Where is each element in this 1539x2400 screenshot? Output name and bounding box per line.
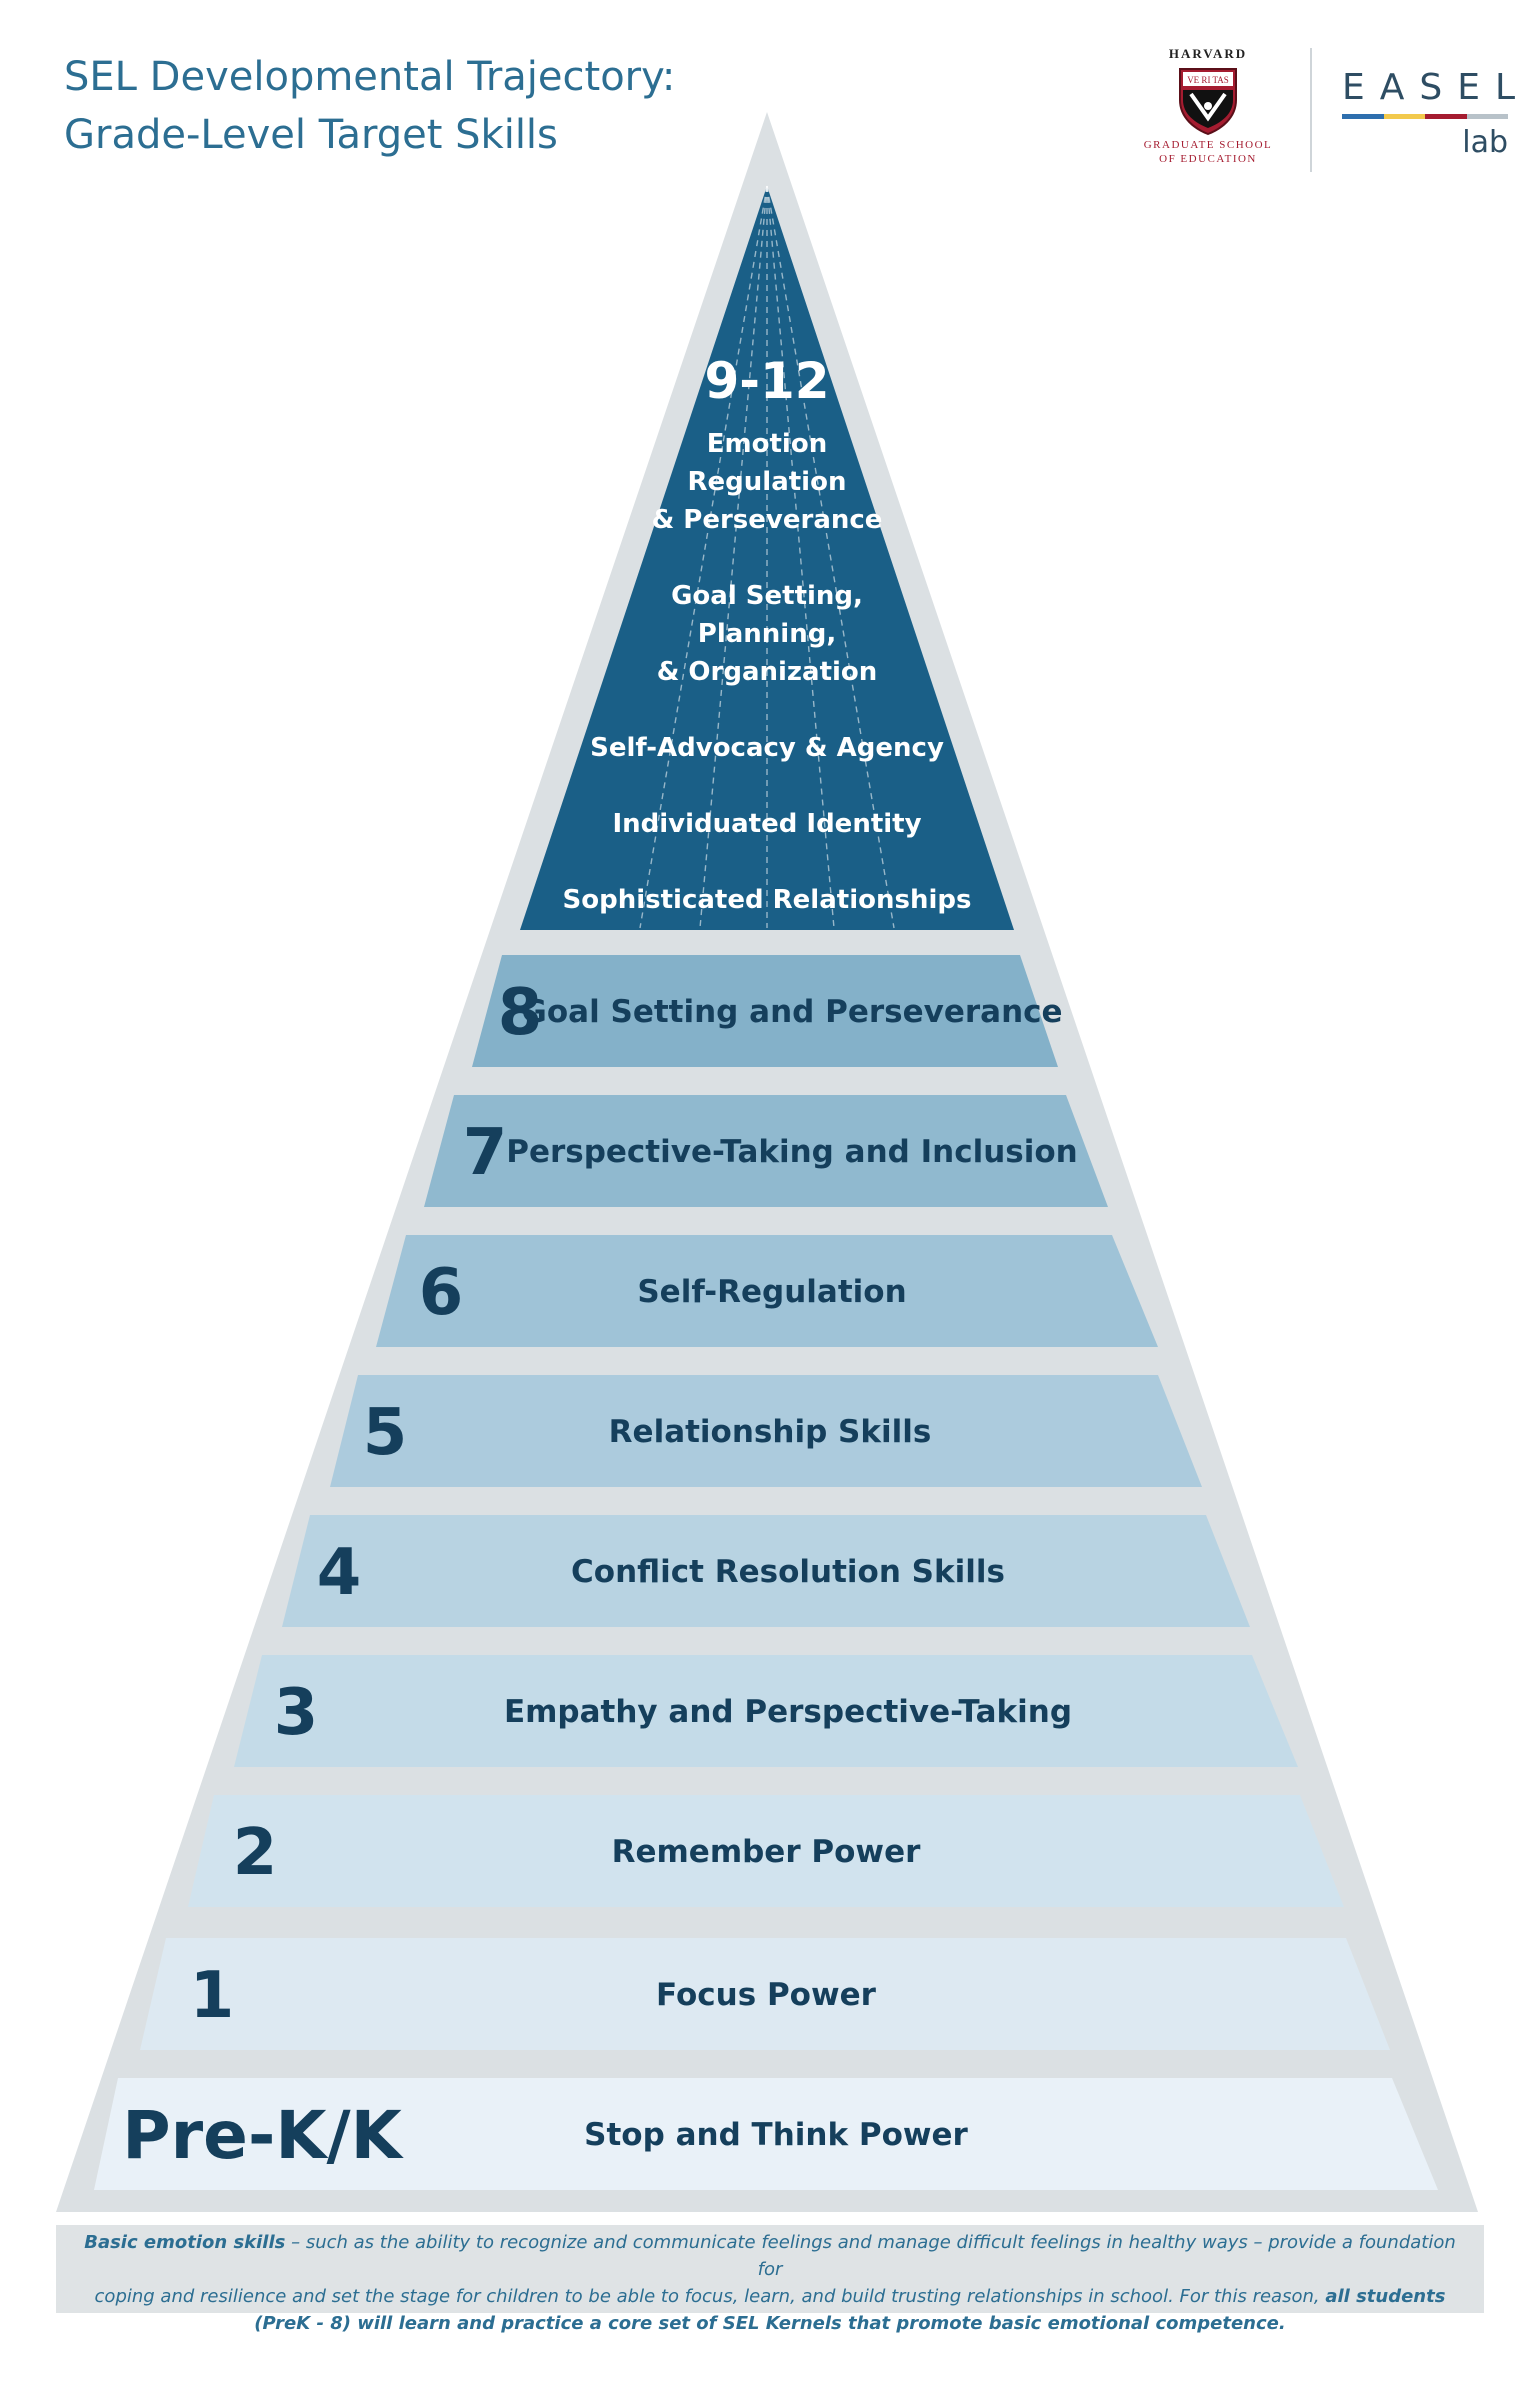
tier-skill-label: Empathy and Perspective-Taking (504, 1694, 1072, 1730)
apex-skill-label: Emotion (707, 429, 827, 459)
apex-skill-label: & Organization (657, 657, 878, 687)
title-line-2: Grade-Level Target Skills (64, 112, 558, 158)
apex-triangle (520, 186, 1014, 930)
footnote-line2-bold: all students (1325, 2286, 1446, 2307)
apex-dashed-ray (639, 185, 768, 929)
tier-band (140, 1938, 1390, 2050)
apex-dashed-ray (766, 185, 895, 929)
tier-grade-label: 4 (317, 1536, 362, 1610)
tier-skill-label: Stop and Think Power (584, 2117, 968, 2153)
apex-dashed-ray (766, 185, 835, 929)
tier-skill-label: Perspective-Taking and Inclusion (506, 1134, 1078, 1170)
logo-divider (1310, 48, 1312, 172)
tier-grade-6: 6 Self-Regulation (376, 1235, 1158, 1347)
tier-band (188, 1795, 1344, 1907)
apex-skill-label: & Perseverance (652, 505, 883, 535)
tier-grade-label: 1 (190, 1959, 235, 2033)
tier-skill-label: Goal Setting and Perseverance (521, 994, 1062, 1030)
page-title: SEL Developmental Trajectory: Grade-Leve… (64, 48, 675, 164)
tier-band (282, 1515, 1250, 1627)
tier-grade-label: 3 (274, 1676, 319, 1750)
harvard-subtitle-2: OF EDUCATION (1159, 153, 1257, 165)
tier-skill-label: Focus Power (656, 1977, 877, 2013)
tier-band (330, 1375, 1202, 1487)
tier-grade-label: 7 (463, 1116, 508, 1190)
footnote-line2: coping and resilience and set the stage … (94, 2286, 1326, 2307)
harvard-shield-text: VE RI TAS (1187, 75, 1229, 85)
harvard-subtitle-1: GRADUATE SCHOOL (1143, 139, 1273, 151)
tier-grade-4: 4 Conflict Resolution Skills (282, 1515, 1250, 1627)
apex-skill-label: Goal Setting, (671, 581, 863, 611)
apex-skill-label: Planning, (698, 619, 836, 649)
title-line-1: SEL Developmental Trajectory: (64, 54, 676, 100)
tier-grade-2: 2 Remember Power (188, 1795, 1344, 1907)
tier-grade-1: 1 Focus Power (140, 1938, 1390, 2050)
tier-band (376, 1235, 1158, 1347)
easel-bar-1 (1342, 114, 1384, 119)
tier-band (424, 1095, 1108, 1207)
tier-band (472, 955, 1058, 1067)
footnote-box: Basic emotion skills – such as the abili… (56, 2225, 1484, 2334)
tier-grade-label: 2 (233, 1816, 278, 1890)
tier-skill-label: Relationship Skills (609, 1414, 932, 1450)
tier-grade-5: 5 Relationship Skills (330, 1375, 1202, 1487)
tier-band (234, 1655, 1298, 1767)
easel-wordmark: EASEL (1342, 67, 1531, 108)
tier-band (94, 2078, 1438, 2190)
tier-grade-label: 8 (498, 976, 543, 1050)
easel-bar-2 (1383, 114, 1425, 119)
footnote-lead: Basic emotion skills (84, 2232, 286, 2253)
tier-grade-label: 5 (363, 1396, 408, 1470)
easel-lab-logo: EASEL lab (1342, 67, 1531, 160)
harvard-wordmark: HARVARD (1168, 46, 1248, 61)
harvard-gse-logo: HARVARD VE RI TAS GRADUATE SCHOOL OF EDU… (1118, 46, 1298, 166)
apex-skill-label: Regulation (688, 467, 847, 497)
tier-skill-label: Conflict Resolution Skills (571, 1554, 1005, 1590)
apex-skill-label: Sophisticated Relationships (563, 885, 972, 915)
apex-grade-label: 9-12 (704, 352, 829, 410)
tier-grade-label: 6 (419, 1256, 464, 1330)
tier-grade-prekk: Pre-K/K Stop and Think Power (94, 2078, 1438, 2190)
tier-skill-label: Self-Regulation (637, 1274, 906, 1310)
apex-skill-label: Self-Advocacy & Agency (590, 733, 944, 763)
easel-bar-4 (1466, 114, 1508, 119)
footnote-line3: (PreK - 8) will learn and practice a cor… (254, 2313, 1286, 2334)
harvard-shield-icon: VE RI TAS (1177, 66, 1239, 136)
easel-color-bars (1342, 114, 1508, 119)
tier-skill-label: Remember Power (612, 1834, 922, 1870)
tier-grade-3: 3 Empathy and Perspective-Taking (234, 1655, 1298, 1767)
apex-dashed-ray (699, 185, 768, 929)
apex-skill-label: Individuated Identity (612, 809, 921, 839)
easel-lab-text: lab (1462, 125, 1508, 160)
easel-bar-3 (1425, 114, 1467, 119)
footnote-line1: – such as the ability to recognize and c… (285, 2232, 1456, 2280)
tier-grade-label: Pre-K/K (122, 2097, 404, 2174)
